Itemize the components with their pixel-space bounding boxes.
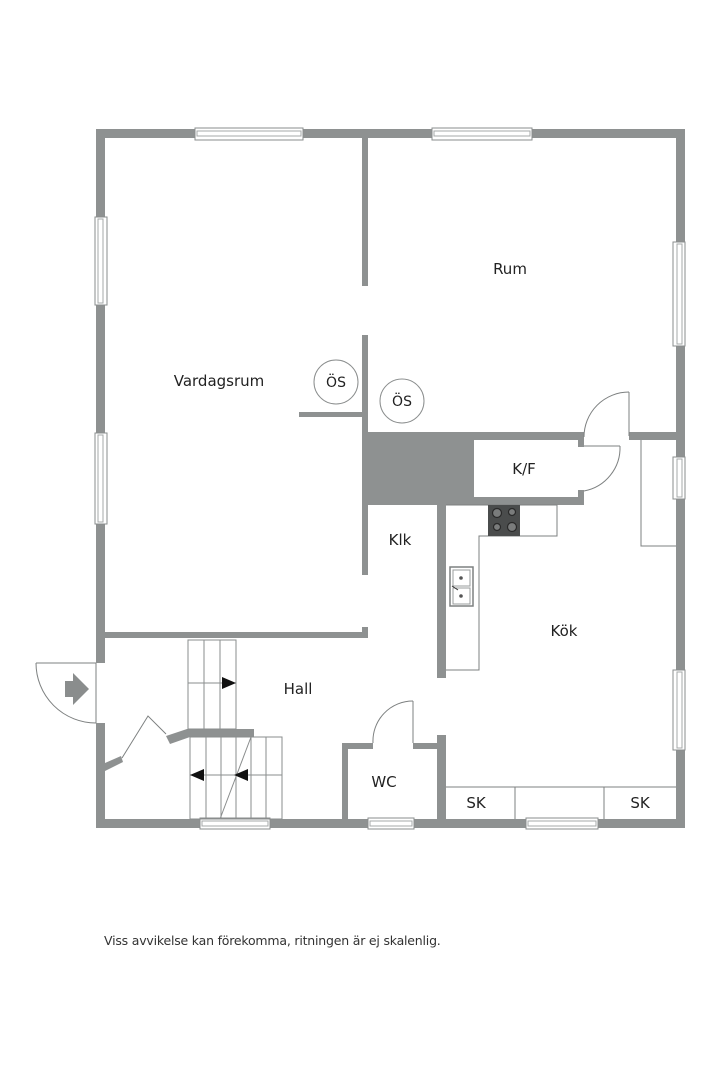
kitchen-counter xyxy=(446,440,676,671)
rum-door[interactable] xyxy=(583,391,630,438)
room-label-vardagsrum: Vardagsrum xyxy=(174,372,265,390)
room-label-klk: Klk xyxy=(389,531,412,549)
room-label-sk-2: SK xyxy=(630,794,651,812)
fireplace-2: ÖS xyxy=(379,378,425,424)
window-right-3 xyxy=(672,669,686,751)
window-top-1 xyxy=(194,127,304,141)
wc-door[interactable] xyxy=(372,700,414,744)
room-label-wc: WC xyxy=(371,773,396,791)
kf-door[interactable] xyxy=(583,445,621,492)
entrance-arrow-icon xyxy=(65,673,89,705)
room-label-sk-1: SK xyxy=(466,794,487,812)
window-top-2 xyxy=(431,127,533,141)
doors xyxy=(35,391,630,759)
stairs[interactable] xyxy=(187,639,283,820)
fireplace-label: ÖS xyxy=(392,392,412,410)
window-bottom-1 xyxy=(199,817,271,830)
interior-walls xyxy=(96,138,685,823)
window-right-1 xyxy=(672,241,686,347)
room-label-kf: K/F xyxy=(512,460,536,478)
hall-folding-door[interactable] xyxy=(121,715,167,759)
fireplace-label: ÖS xyxy=(326,373,346,391)
disclaimer-text: Viss avvikelse kan förekomma, ritningen … xyxy=(104,933,441,948)
room-label-kok: Kök xyxy=(551,622,578,640)
stove-icon xyxy=(488,505,520,536)
fireplace-1: ÖS xyxy=(313,359,359,405)
windows xyxy=(94,127,686,830)
window-bottom-3 xyxy=(525,817,599,830)
window-bottom-2 xyxy=(367,817,415,830)
room-labels: Vardagsrum Rum K/F Klk Kök Hall WC SK SK xyxy=(174,260,651,812)
window-left-2 xyxy=(94,432,108,525)
room-label-hall: Hall xyxy=(284,680,313,698)
window-left-1 xyxy=(94,216,108,306)
window-right-2 xyxy=(672,456,686,500)
closets xyxy=(446,786,676,819)
room-label-rum: Rum xyxy=(493,260,527,278)
entrance-door[interactable] xyxy=(35,662,97,724)
sink-icon xyxy=(449,566,474,607)
